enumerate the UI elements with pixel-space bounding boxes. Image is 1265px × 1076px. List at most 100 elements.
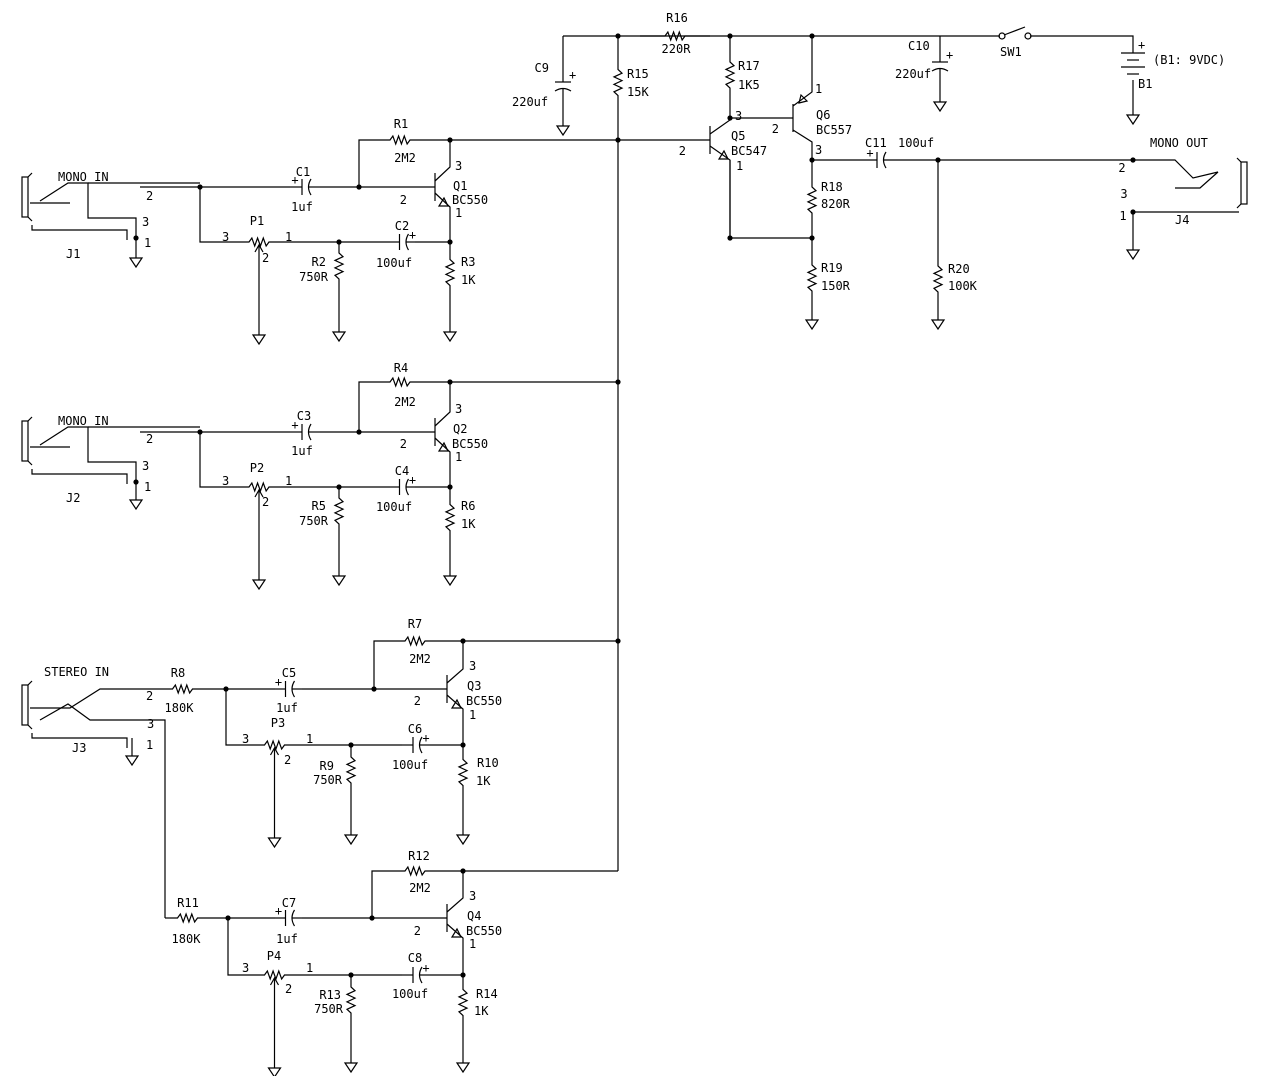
wire [371,870,395,918]
ground-triangle [331,575,347,587]
resistor-body [380,376,420,388]
pin-number: 2 [146,689,153,703]
pin-number: 1 [469,708,476,722]
resistor-body [345,975,357,1025]
pin-number: 1 [736,159,743,173]
r2-value: 750R [299,270,329,284]
b1-value: (B1: 9VDC) [1153,53,1225,67]
pin-number: 1 [306,961,313,975]
r20-value: 100K [948,279,978,293]
wire [358,139,380,187]
c10-value: 220uf [895,67,931,81]
transistor-emitter [434,437,451,487]
pin-number: 3 [735,109,742,123]
ground-triangle [331,331,347,343]
polarity-plus-icon: + [946,48,953,62]
ground-icon [343,1053,359,1074]
r15-value: 15K [627,85,649,99]
c2-value: 100uf [376,256,412,270]
jack-sleeve-edge [1236,203,1242,209]
pin-number: 1 [285,230,292,244]
c3-value: 1uf [291,444,313,458]
wire [30,688,165,709]
resistor-body [932,260,944,298]
c1-value: 1uf [291,200,313,214]
resistor-symbol [345,745,357,795]
transistor-collector [792,129,813,160]
capacitor-symbol: + [275,675,302,698]
c6-label: C6 [408,722,422,736]
ground-triangle [442,575,458,587]
ground-icon [1125,240,1141,261]
switch-lever [1003,26,1026,36]
capacitor-symbol: + [402,961,430,984]
ground-icon [331,566,347,587]
q5-value: BC547 [731,144,767,158]
ground-icon [128,248,144,269]
q1-label: Q1 [453,179,467,193]
ground-triangle [128,257,144,269]
j4-value: J4 [1175,213,1189,227]
capacitor-symbol: + [931,48,953,80]
ground-icon [455,825,471,846]
resistor-symbol [380,376,420,388]
ground-triangle [267,837,282,849]
npn-transistor-symbol [446,871,464,975]
p4-label: P4 [267,949,281,963]
pin-number: 2 [284,753,291,767]
pin-number: 2 [414,924,421,938]
polarity-plus-icon: + [409,228,416,242]
j1-value: J1 [66,247,80,261]
ground-icon [251,570,267,591]
r1-value: 2M2 [394,151,416,165]
resistor-body [806,180,818,220]
c2-label: C2 [395,219,409,233]
ground-triangle [455,834,471,846]
jack-tip-contact [1175,171,1219,189]
resistor-body [724,55,736,95]
jack-sleeve-edge [27,416,33,422]
pin-number: 3 [242,732,249,746]
wiper-arrow [254,243,264,253]
wire [358,381,380,432]
r12-value: 2M2 [409,881,431,895]
pin-number: 2 [400,193,407,207]
r5-label: R5 [312,499,326,513]
r11-label: R11 [177,896,199,910]
j4-label: MONO OUT [1150,136,1208,150]
c7-label: C7 [282,896,296,910]
wiper-arrow [269,746,280,756]
pin-number: 1 [306,732,313,746]
r10-label: R10 [477,756,499,770]
c9-label: C9 [535,61,549,75]
polarity-plus-icon: + [291,418,298,432]
resistor-symbol [806,180,818,220]
wiper-arrow [254,488,264,498]
q3-label: Q3 [467,679,481,693]
resistor-symbol [640,30,710,42]
r19-label: R19 [821,261,843,275]
ground-triangle [128,499,144,511]
pin-number: 3 [469,659,476,673]
jack-socket-symbol [21,680,128,748]
resistor-symbol [457,755,469,790]
ground-triangle [251,334,267,346]
potentiometer-symbol [240,236,278,325]
resistor-symbol [395,635,435,647]
junction-dot [133,479,139,485]
potentiometer-track [240,236,278,248]
ground-triangle [267,1067,282,1076]
resistor-body [806,258,818,298]
jack-tip-contact [1133,159,1219,179]
r16-label: R16 [666,11,688,25]
r1-label: R1 [394,117,408,131]
component-labels: SW1(B1: 9VDC)B1C9220ufC10220ufR16220RR15… [44,11,1225,1018]
capacitor-symbol: + [290,418,320,441]
capacitor-symbol: + [390,228,416,251]
resistor-symbol [444,500,456,535]
b1-label: B1 [1138,77,1152,91]
npn-transistor-symbol [434,140,451,242]
jack-sleeve-edge [27,724,33,730]
pin-number: 1 [1119,209,1126,223]
